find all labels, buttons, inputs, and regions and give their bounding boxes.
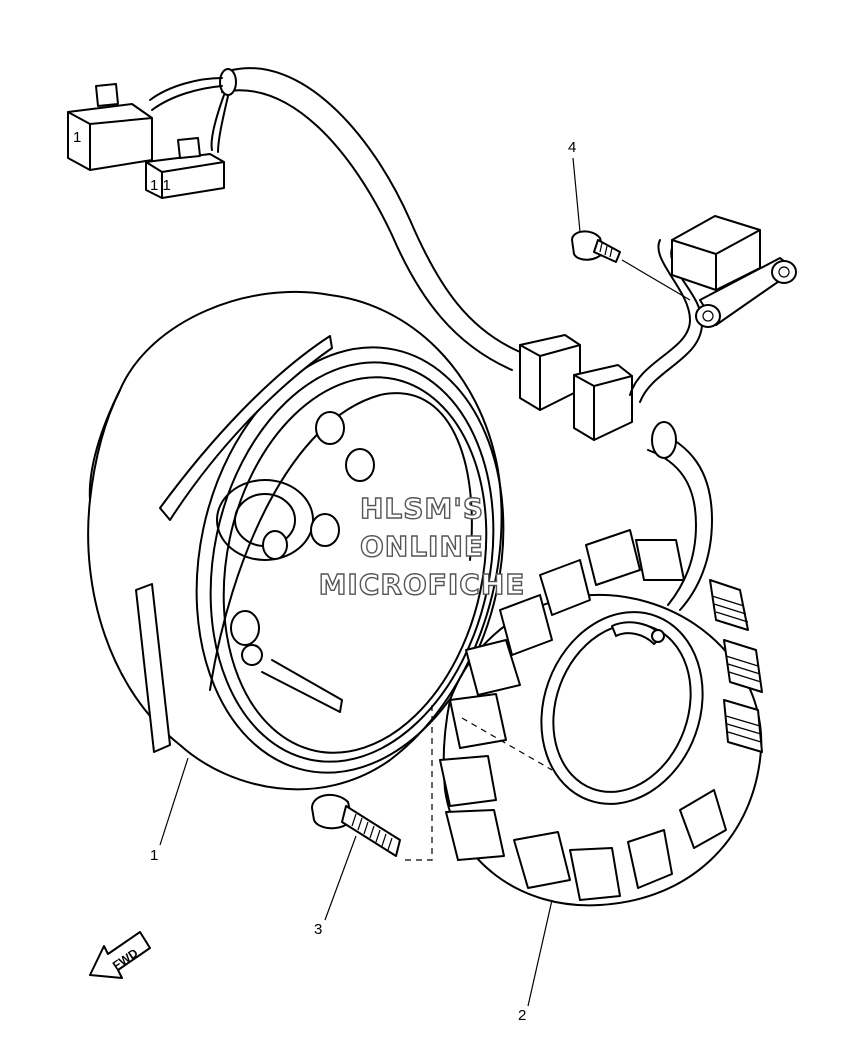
pickup-coil-assembly bbox=[629, 215, 797, 611]
svg-text:1: 1 bbox=[73, 129, 81, 146]
watermark: HLSM'S ONLINE MICROFICHE bbox=[318, 491, 526, 601]
screw-part-4 bbox=[571, 230, 691, 301]
watermark-line3: MICROFICHE bbox=[319, 568, 526, 601]
watermark-line2: ONLINE bbox=[360, 530, 484, 563]
watermark-line1: HLSM'S bbox=[360, 492, 484, 525]
callout-1: 1 bbox=[150, 847, 158, 864]
center-coupler-left bbox=[519, 334, 581, 411]
callout-2: 2 bbox=[518, 1007, 526, 1024]
callout-3: 3 bbox=[314, 921, 322, 938]
coupler-connector-small: 1 1 bbox=[145, 137, 225, 199]
svg-text:1 1: 1 1 bbox=[150, 177, 171, 194]
coupler-connector-large: 1 bbox=[67, 83, 153, 171]
wire-harness bbox=[149, 67, 521, 371]
flywheel-rotor bbox=[87, 290, 505, 791]
callout-4: 4 bbox=[568, 139, 576, 156]
center-coupler-right bbox=[573, 364, 633, 441]
stator bbox=[404, 529, 763, 907]
bolt-part-3 bbox=[311, 793, 401, 857]
fwd-arrow-icon: FWD bbox=[89, 931, 151, 979]
leader-lines bbox=[159, 157, 581, 1007]
